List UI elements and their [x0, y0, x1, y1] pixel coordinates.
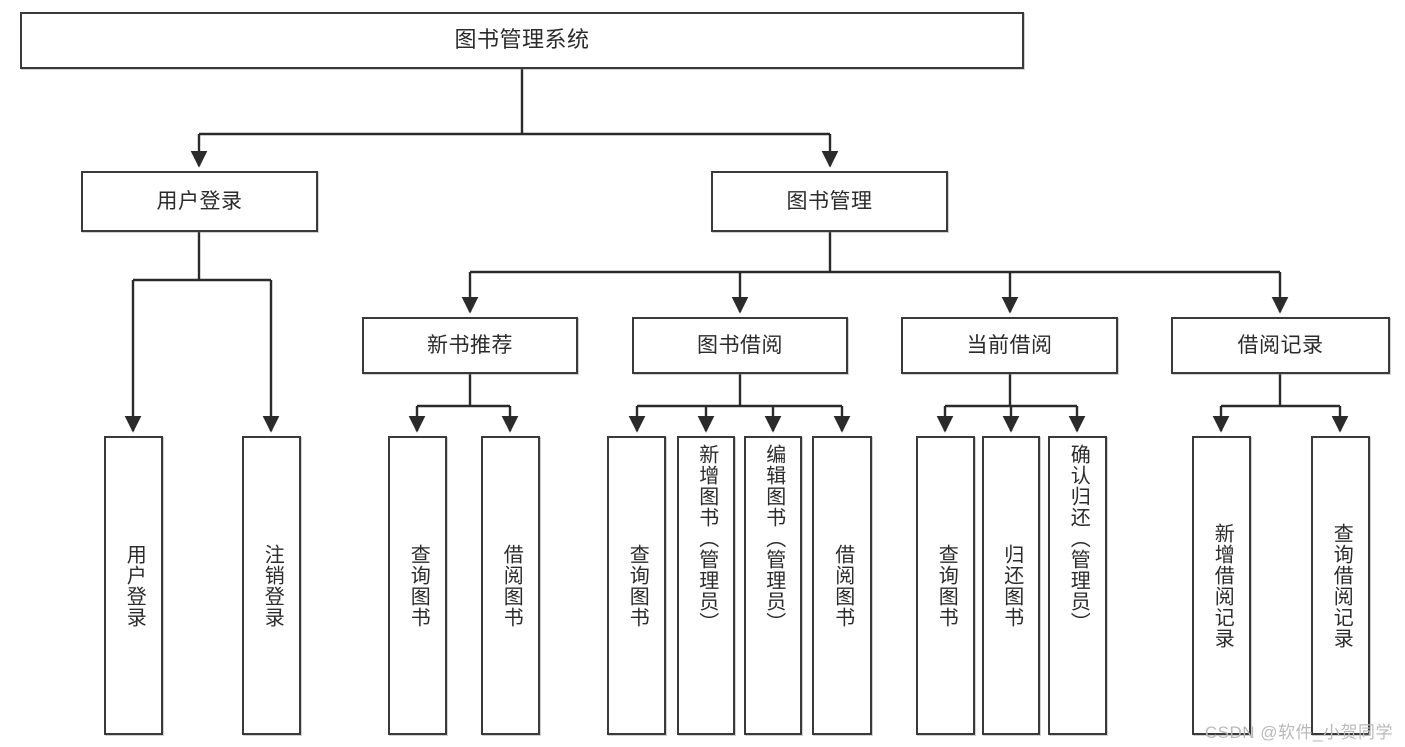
- node-label: 用户登录: [123, 543, 146, 628]
- node-user-login[interactable]: 用户登录: [81, 171, 318, 232]
- node-leaf-confirm-return[interactable]: 确认归还（管理员）: [1048, 436, 1107, 735]
- node-book-manage[interactable]: 图书管理: [711, 171, 948, 232]
- node-label: 新书推荐: [427, 333, 513, 357]
- node-leaf-borrow-book-1[interactable]: 借阅图书: [481, 436, 540, 735]
- node-root-system[interactable]: 图书管理系统: [20, 12, 1024, 69]
- node-label: 查询借阅记录: [1330, 522, 1353, 649]
- node-label: 图书借阅: [697, 333, 783, 357]
- node-label: 图书管理系统: [454, 27, 590, 53]
- node-label: 确认归还（管理员）: [1067, 444, 1090, 633]
- node-label: 借阅记录: [1237, 333, 1324, 357]
- node-leaf-edit-book[interactable]: 编辑图书（管理员）: [744, 436, 802, 735]
- node-leaf-query-book-2[interactable]: 查询图书: [607, 436, 666, 735]
- node-leaf-query-book-3[interactable]: 查询图书: [916, 436, 975, 735]
- node-leaf-logout[interactable]: 注销登录: [242, 436, 301, 735]
- node-new-book-recommend[interactable]: 新书推荐: [362, 317, 578, 374]
- node-leaf-return-book[interactable]: 归还图书: [982, 436, 1040, 735]
- node-label: 查询图书: [626, 543, 649, 628]
- node-leaf-add-book[interactable]: 新增图书（管理员）: [677, 436, 735, 735]
- csdn-watermark: CSDN @软件_小贺同学: [1204, 723, 1393, 742]
- node-leaf-user-login[interactable]: 用户登录: [104, 436, 163, 735]
- node-label: 新增图书（管理员）: [695, 444, 718, 633]
- node-leaf-add-record[interactable]: 新增借阅记录: [1192, 436, 1251, 735]
- node-label: 借阅图书: [831, 543, 854, 628]
- node-label: 借阅图书: [500, 543, 523, 628]
- node-leaf-borrow-book-2[interactable]: 借阅图书: [812, 436, 872, 735]
- node-label: 当前借阅: [966, 333, 1053, 357]
- node-label: 新增借阅记录: [1211, 522, 1234, 649]
- node-leaf-query-record[interactable]: 查询借阅记录: [1311, 436, 1370, 735]
- node-label: 查询图书: [407, 543, 430, 628]
- node-label: 图书管理: [786, 189, 873, 213]
- node-label: 编辑图书（管理员）: [762, 444, 785, 633]
- node-label: 用户登录: [156, 189, 243, 213]
- node-book-borrow[interactable]: 图书借阅: [632, 317, 848, 374]
- node-label: 注销登录: [261, 543, 284, 628]
- node-label: 归还图书: [1000, 543, 1023, 628]
- node-current-borrow[interactable]: 当前借阅: [901, 317, 1118, 374]
- node-borrow-record[interactable]: 借阅记录: [1171, 317, 1390, 374]
- node-leaf-query-book-1[interactable]: 查询图书: [388, 436, 447, 735]
- node-label: 查询图书: [935, 543, 958, 628]
